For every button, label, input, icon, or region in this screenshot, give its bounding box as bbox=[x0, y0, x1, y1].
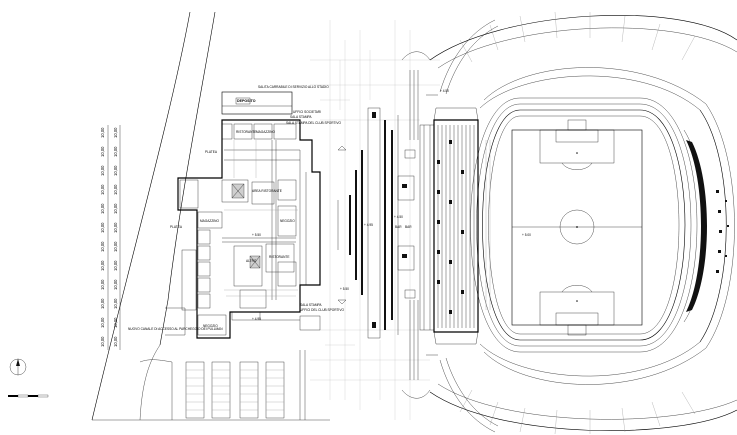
label-deposito: DEPOSITO bbox=[237, 99, 256, 103]
label-platea: PLATEA bbox=[170, 225, 183, 229]
dim-left-1: 10,00 bbox=[100, 127, 105, 138]
dimension-column-right: 10,00 10,00 10,00 10,00 10,00 10,00 10,0… bbox=[113, 125, 121, 350]
dim-left-3: 10,00 bbox=[100, 165, 105, 176]
label-ristorante: RISTORANTE bbox=[236, 130, 257, 134]
label-negozio-2: NEGOZIO bbox=[203, 324, 218, 328]
level-marker-5: + 4.50 bbox=[394, 215, 403, 219]
dim-right-1: 10,00 bbox=[113, 127, 118, 138]
label-altro: ALTRO bbox=[246, 259, 257, 263]
parking-area bbox=[185, 350, 306, 420]
central-colonnade: + 4.95 + 5.50 bbox=[337, 107, 399, 339]
note-sala-stampa: SALA STAMPA bbox=[290, 115, 312, 119]
dim-right-11: 10,00 bbox=[113, 317, 118, 328]
dim-left-6: 10,00 bbox=[100, 222, 105, 233]
label-magazzino-1: MAGAZZINO bbox=[256, 130, 275, 134]
label-negozio-1: NEGOZIO bbox=[280, 219, 295, 223]
dim-left-9: 10,00 bbox=[100, 279, 105, 290]
site-road bbox=[91, 11, 330, 421]
dim-left-10: 10,00 bbox=[100, 298, 105, 309]
level-marker-1: + 5.50 bbox=[252, 233, 261, 237]
dim-right-8: 10,00 bbox=[113, 260, 118, 271]
background-grid bbox=[310, 20, 440, 420]
label-area-ristorante: AREA RISTORANTE bbox=[252, 189, 282, 193]
label-bar-1: BAR bbox=[395, 225, 402, 229]
dim-left-12: 10,00 bbox=[100, 336, 105, 347]
scale-bar-icon bbox=[8, 394, 49, 398]
dimension-column-left: 10,00 10,00 10,00 10,00 10,00 10,00 10,0… bbox=[100, 125, 109, 350]
dim-right-5: 10,00 bbox=[113, 203, 118, 214]
dim-right-9: 10,00 bbox=[113, 279, 118, 290]
dim-left-7: 10,00 bbox=[100, 241, 105, 252]
note-canale: NUOVO CANALE DI ACCESSO AL PARCHEGGIO DE… bbox=[128, 327, 223, 331]
note-sala-club: SALA STAMPA DEL CLUB SPORTIVO bbox=[286, 121, 341, 125]
dim-right-3: 10,00 bbox=[113, 165, 118, 176]
label-magazzino-2: MAGAZZINO bbox=[200, 219, 219, 223]
stadium-bowl: + 5.00 bbox=[429, 11, 737, 435]
west-stand: BAR BAR + 4.50 + 4.50 bbox=[394, 51, 479, 399]
level-marker-7: + 5.00 bbox=[522, 233, 531, 237]
dim-right-10: 10,00 bbox=[113, 298, 118, 309]
level-marker-4: + 5.50 bbox=[340, 287, 349, 291]
dim-left-4: 10,00 bbox=[100, 184, 105, 195]
note-bottom-sala-stampa: SALA STAMPA bbox=[300, 303, 322, 307]
north-arrow-icon bbox=[9, 358, 27, 376]
dim-left-8: 10,00 bbox=[100, 260, 105, 271]
label-ristorante-2: RISTORANTE bbox=[269, 255, 290, 259]
commercial-building bbox=[177, 91, 321, 339]
dim-right-6: 10,00 bbox=[113, 222, 118, 233]
dim-left-2: 10,00 bbox=[100, 146, 105, 157]
level-marker-6: + 4.50 bbox=[440, 89, 449, 93]
note-salita: SALITA CARRABILE DI SERVIZIO ALLO STADIO bbox=[258, 85, 329, 89]
level-marker-3: + 4.95 bbox=[364, 223, 373, 227]
dim-right-7: 10,00 bbox=[113, 241, 118, 252]
level-marker-2: + 4.95 bbox=[252, 317, 261, 321]
label-bar-2: BAR bbox=[405, 225, 412, 229]
dim-right-12: 10,00 bbox=[113, 336, 118, 347]
note-bottom-uffici: UFFICI DEL CLUB SPORTIVO bbox=[300, 308, 344, 312]
dim-left-5: 10,00 bbox=[100, 203, 105, 214]
note-uffici: UFFICI SOCIETARI bbox=[293, 110, 321, 114]
dim-right-2: 10,00 bbox=[113, 146, 118, 157]
dim-right-4: 10,00 bbox=[113, 184, 118, 195]
dim-left-11: 10,00 bbox=[100, 317, 105, 328]
note-platea: PLATEA bbox=[205, 150, 218, 154]
